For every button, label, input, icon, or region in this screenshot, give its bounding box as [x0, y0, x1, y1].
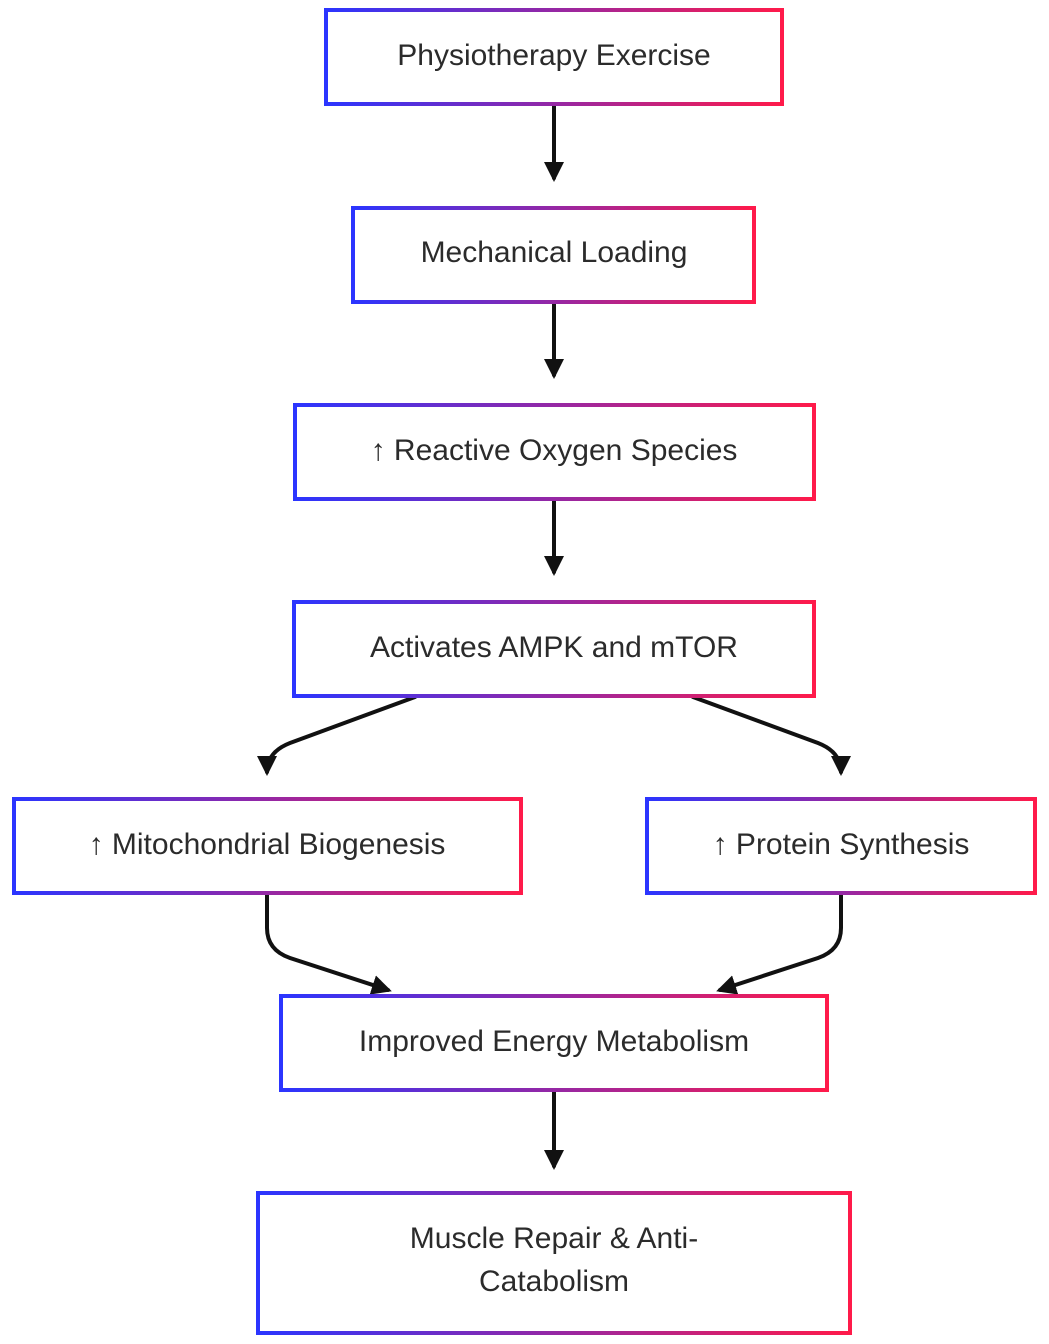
node-label: Physiotherapy Exercise [397, 39, 710, 72]
edge-ampk-to-protein [691, 695, 851, 776]
node-box [12, 797, 523, 895]
node-box [351, 206, 756, 304]
edges [257, 102, 851, 1170]
node-box [293, 403, 816, 501]
node-box [324, 8, 784, 106]
node-protein-synthesis: ↑ Protein Synthesis [645, 797, 1037, 895]
node-box [645, 797, 1037, 895]
edge-ampk-to-mitochondrial [257, 695, 417, 776]
node-mechanical-loading: Mechanical Loading [351, 206, 756, 304]
node-box [256, 1191, 852, 1335]
node-label: Mechanical Loading [421, 236, 688, 269]
node-physiotherapy-exercise: Physiotherapy Exercise [324, 8, 784, 106]
node-label: ↑ Mitochondrial Biogenesis [89, 828, 446, 861]
node-label: Activates AMPK and mTOR [370, 631, 738, 664]
node-activates-ampk-mtor: Activates AMPK and mTOR [292, 600, 816, 698]
node-label: ↑ Protein Synthesis [713, 828, 970, 861]
node-label: ↑ Reactive Oxygen Species [371, 434, 738, 467]
edge-mitochondrial-to-energy [265, 891, 392, 995]
node-label-line-1: Muscle Repair & Anti- [410, 1222, 698, 1255]
node-mitochondrial-biogenesis: ↑ Mitochondrial Biogenesis [12, 797, 523, 895]
node-muscle-repair-anti-catabolism: Muscle Repair & Anti- Catabolism [256, 1191, 852, 1335]
node-box [292, 600, 816, 698]
edge-protein-to-energy [716, 891, 843, 995]
node-label: Improved Energy Metabolism [359, 1025, 749, 1058]
node-label-line-2: Catabolism [479, 1265, 629, 1298]
node-improved-energy-metabolism: Improved Energy Metabolism [279, 994, 829, 1092]
node-reactive-oxygen-species: ↑ Reactive Oxygen Species [293, 403, 816, 501]
node-box [279, 994, 829, 1092]
